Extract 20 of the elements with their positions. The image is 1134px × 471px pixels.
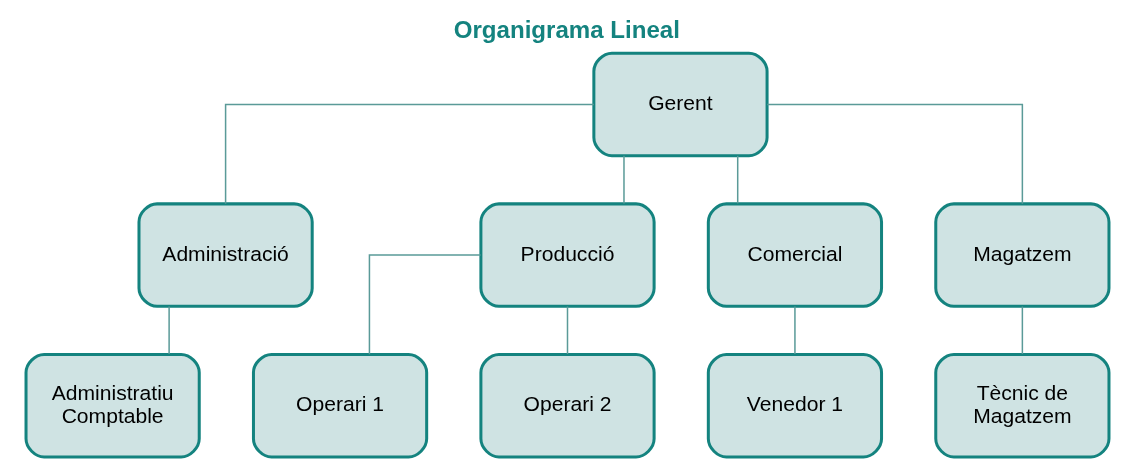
node-box: Gerent: [591, 51, 769, 158]
node-box: Operari 1: [251, 353, 428, 459]
connector: [793, 305, 796, 355]
node-box: Tècnic de Magatzem: [933, 353, 1110, 459]
node-box: Operari 2: [478, 353, 656, 459]
node-box: Administratiu Comptable: [24, 353, 201, 459]
connector: [368, 254, 481, 356]
connector: [566, 305, 568, 355]
diagram-title: Organigrama Lineal: [453, 15, 680, 43]
connector: [167, 305, 170, 355]
node-box: Administració: [137, 202, 314, 308]
node-box: Magatzem: [933, 202, 1110, 308]
connector: [224, 103, 595, 205]
connector: [765, 103, 1023, 205]
node-box: Comercial: [706, 202, 883, 308]
connector: [736, 155, 738, 205]
connector: [622, 155, 625, 205]
node-box: Producció: [478, 202, 656, 308]
connector: [1021, 305, 1023, 355]
node-box: Venedor 1: [706, 353, 883, 459]
